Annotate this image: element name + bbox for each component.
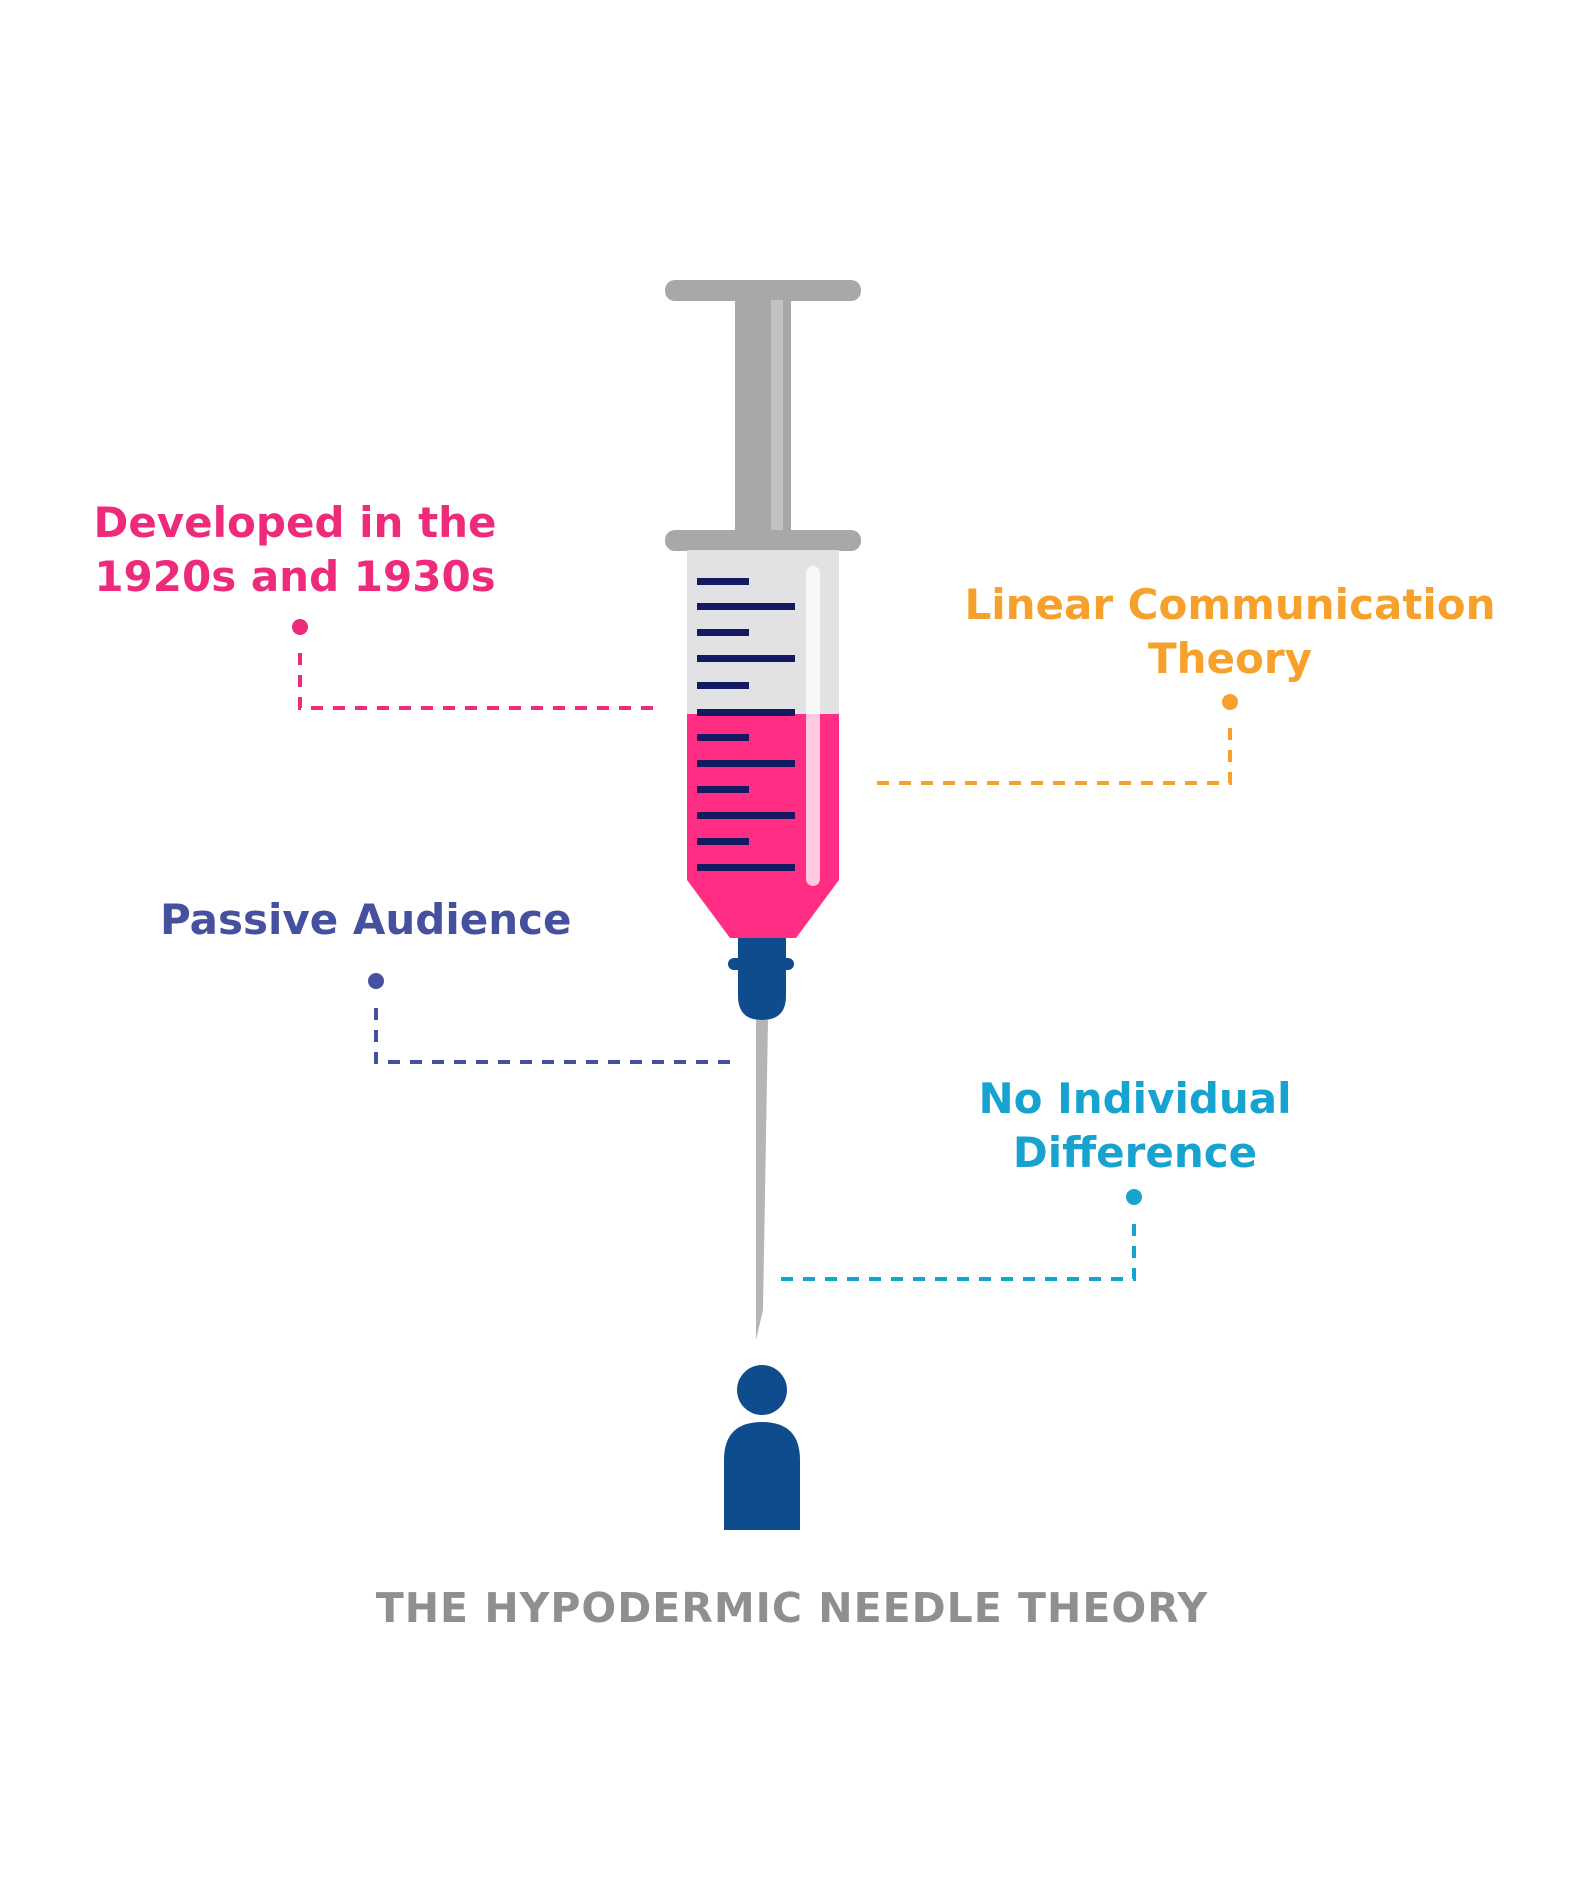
- barrel-scale: [697, 578, 795, 871]
- scale-tick: [697, 682, 749, 689]
- label-no-individual-difference: No Individual Difference: [960, 1072, 1310, 1180]
- diagram-title: THE HYPODERMIC NEEDLE THEORY: [375, 1584, 1209, 1632]
- connector-dot: [1126, 1189, 1142, 1205]
- label-developed: Developed in the 1920s and 1930s: [90, 496, 500, 604]
- connector-line: [875, 728, 1232, 785]
- label-passive-line-1: Passive Audience: [160, 895, 572, 944]
- label-linear-line-1: Linear Communication: [964, 580, 1496, 629]
- scale-tick: [697, 760, 795, 767]
- connector-line: [374, 1008, 730, 1064]
- scale-tick: [697, 655, 795, 662]
- connector-no-individual: [780, 1189, 1142, 1281]
- label-linear-line-2: Theory: [1148, 634, 1312, 683]
- scale-tick: [697, 734, 749, 741]
- scale-tick: [697, 603, 795, 610]
- scale-tick: [697, 709, 795, 716]
- needle: [756, 1020, 768, 1340]
- scale-tick: [697, 864, 795, 871]
- scale-tick: [697, 629, 749, 636]
- label-passive-audience: Passive Audience: [160, 893, 572, 947]
- label-developed-line-2: 1920s and 1930s: [94, 552, 496, 601]
- scale-tick: [697, 812, 795, 819]
- person-icon: [724, 1365, 800, 1530]
- connector-developed: [292, 619, 655, 710]
- scale-tick: [697, 786, 749, 793]
- syringe-icon: [665, 280, 861, 1340]
- connector-line: [780, 1224, 1136, 1281]
- barrel-liquid: [687, 714, 839, 938]
- connector-linear: [875, 694, 1238, 785]
- plunger-rod-highlight: [771, 300, 783, 538]
- needle-hub-top: [738, 938, 786, 962]
- label-noindiv-line-2: Difference: [1012, 1128, 1258, 1177]
- needle-hub: [738, 964, 786, 1020]
- connector-dot: [368, 973, 384, 989]
- person-body: [724, 1422, 800, 1530]
- connector-passive: [368, 973, 730, 1064]
- label-noindiv-line-1: No Individual: [978, 1074, 1292, 1123]
- connector-line: [298, 653, 655, 710]
- barrel-highlight: [806, 566, 820, 886]
- connector-dot: [1222, 694, 1238, 710]
- label-linear-communication: Linear Communication Theory: [960, 578, 1500, 686]
- scale-tick: [697, 578, 749, 585]
- plunger-handle: [665, 280, 861, 301]
- barrel-flange: [665, 530, 861, 551]
- person-head: [737, 1365, 787, 1415]
- label-developed-line-1: Developed in the: [93, 498, 497, 547]
- connector-dot: [292, 619, 308, 635]
- scale-tick: [697, 838, 749, 845]
